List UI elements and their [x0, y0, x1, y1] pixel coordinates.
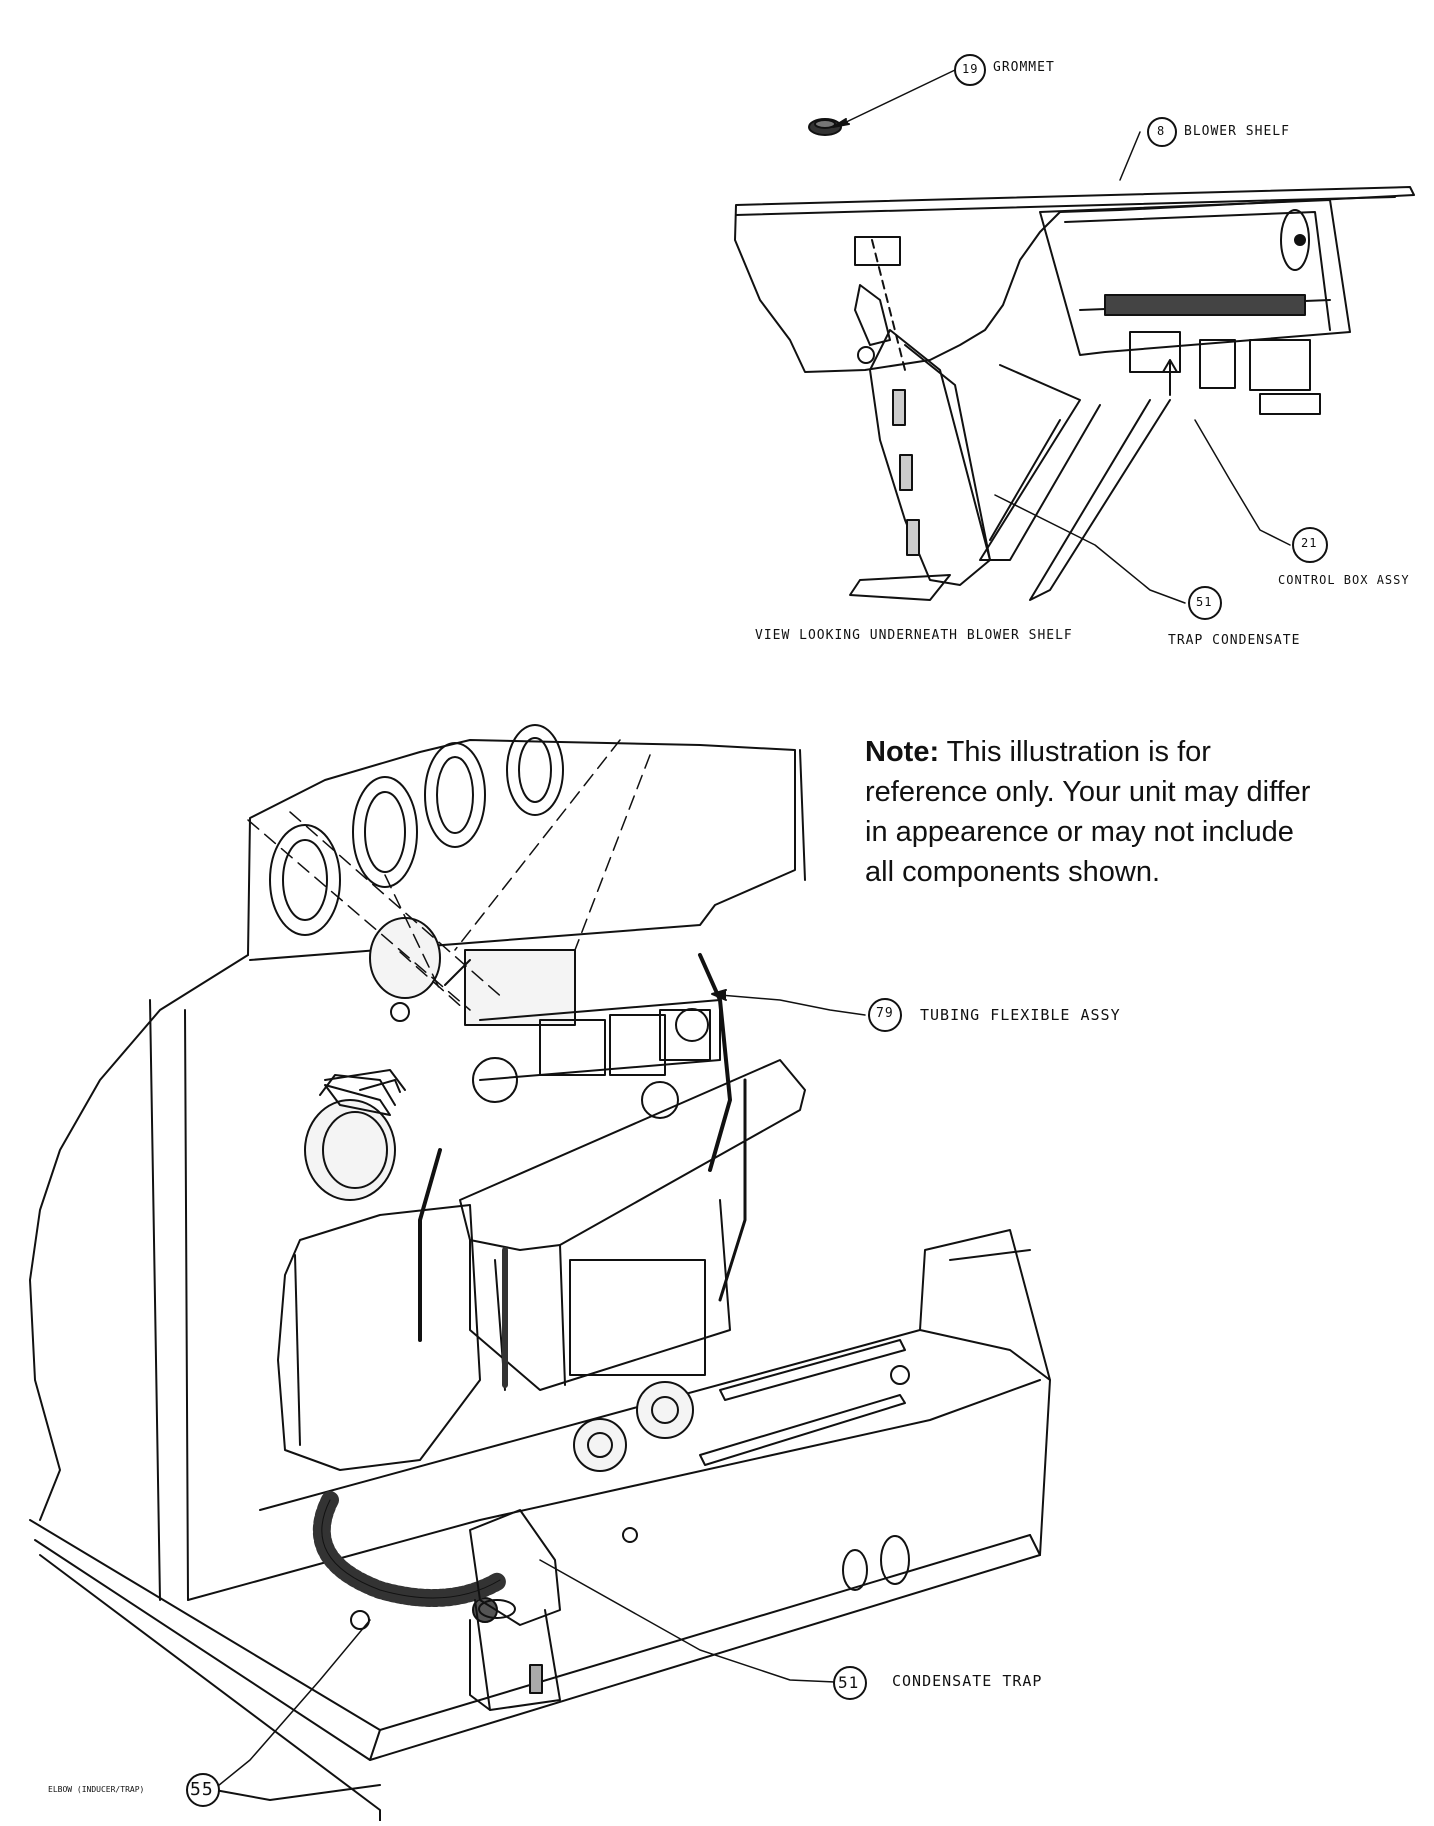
blower-shelf-detail: [734, 54, 1415, 620]
callout-condensate-trap-label: CONDENSATE TRAP: [892, 1672, 1043, 1690]
callout-51-num-bottom: 51: [838, 1673, 860, 1692]
callout-8-num: 8: [1157, 124, 1166, 138]
callout-51-num-top: 51: [1196, 595, 1213, 609]
note-text: This illustration is for reference only.…: [865, 736, 1311, 888]
callout-control-box-label: CONTROL BOX ASSY: [1278, 573, 1410, 587]
callout-21-num: 21: [1301, 536, 1318, 550]
callout-tubing-label: TUBING FLEXIBLE ASSY: [920, 1006, 1121, 1024]
view-caption: VIEW LOOKING UNDERNEATH BLOWER SHELF: [755, 628, 1073, 643]
callout-trap-condensate-label: TRAP CONDENSATE: [1168, 633, 1301, 648]
callout-elbow-label: ELBOW (INDUCER/TRAP): [48, 1785, 145, 1794]
callout-19-num: 19: [962, 62, 979, 76]
reference-note: Note: This illustration is for reference…: [865, 732, 1325, 892]
callout-79-num: 79: [876, 1006, 894, 1021]
furnace-assembly: [29, 724, 1051, 1822]
callout-grommet-label: GROMMET: [993, 60, 1055, 75]
note-label: Note:: [865, 736, 940, 768]
callout-blower-shelf-label: BLOWER SHELF: [1184, 124, 1290, 139]
callout-55-num: 55: [190, 1779, 214, 1800]
